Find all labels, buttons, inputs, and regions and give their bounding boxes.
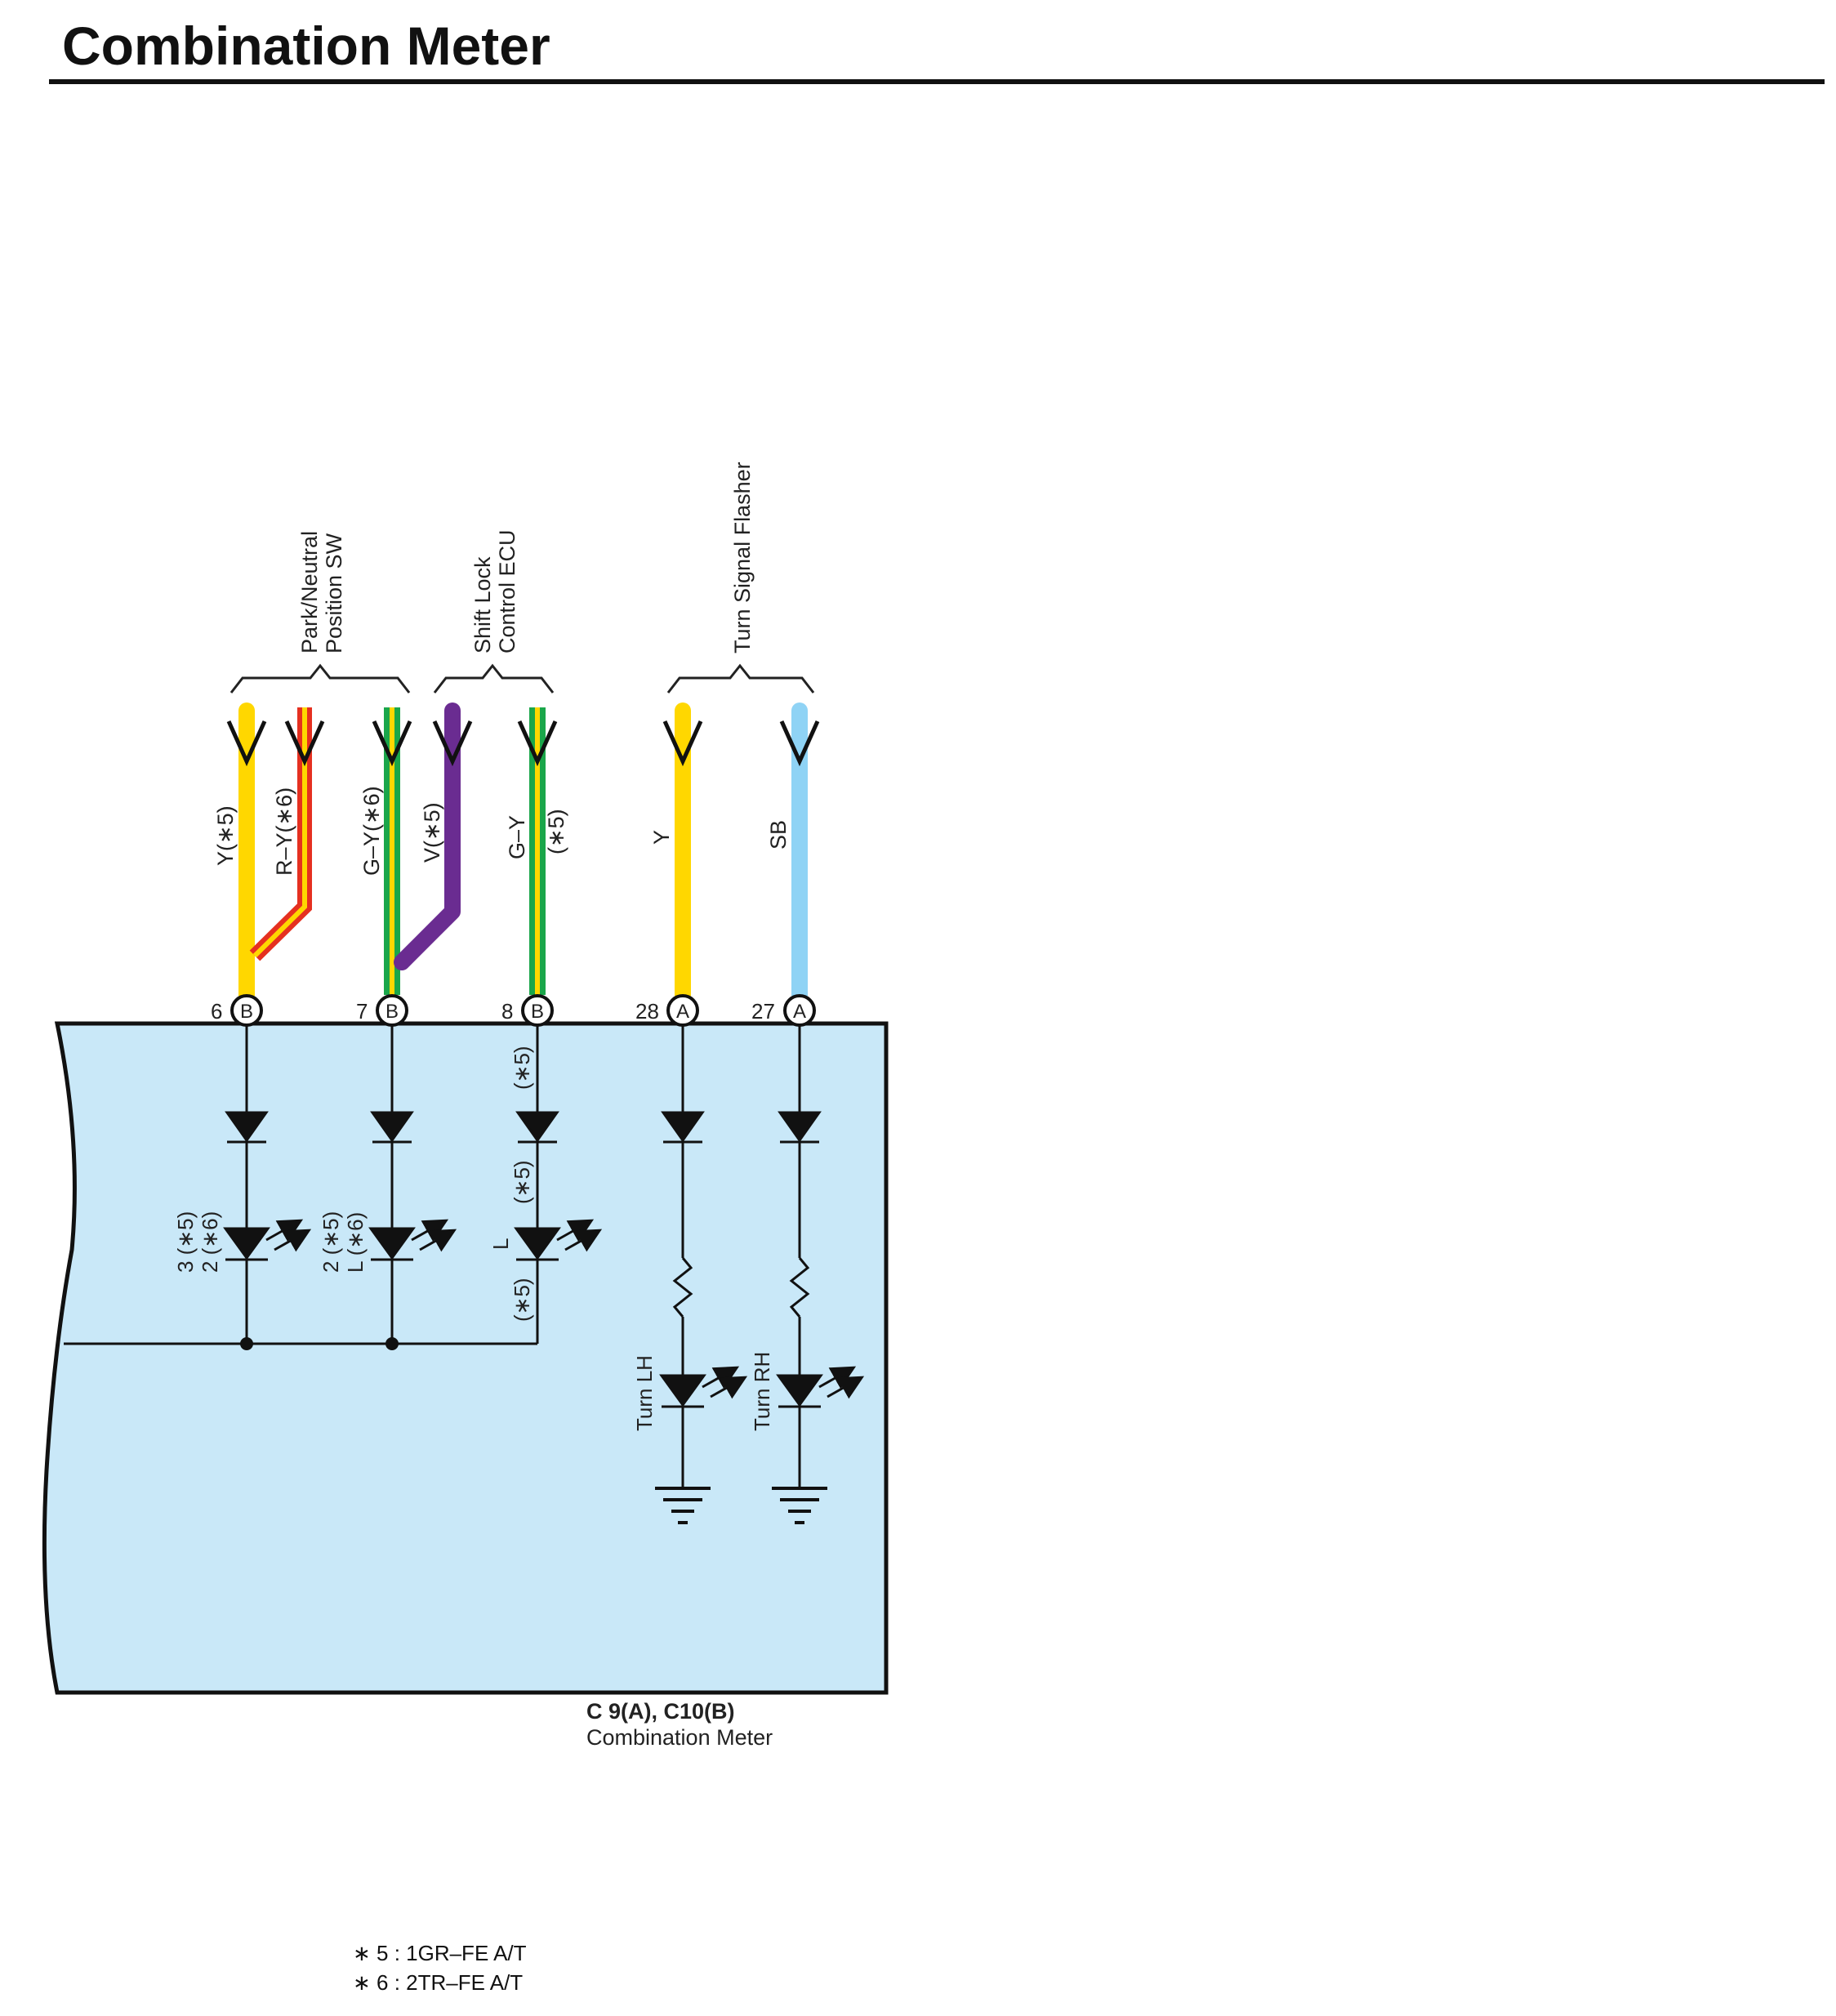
svg-text:6: 6 bbox=[211, 999, 222, 1024]
indicator-label-col2-a: 2 (∗5) bbox=[319, 1211, 343, 1273]
indicator-label-col3-lamp: L bbox=[488, 1238, 513, 1250]
component-name: Combination Meter bbox=[586, 1725, 773, 1750]
turn-rh-label: Turn RH bbox=[750, 1352, 774, 1431]
indicator-note-col3-c: (∗5) bbox=[510, 1278, 534, 1322]
wire-label-sb: SB bbox=[766, 820, 791, 850]
page-title: Combination Meter bbox=[62, 16, 550, 76]
wire-label-g-y-5-note: (∗5) bbox=[544, 809, 568, 854]
diode-icon bbox=[225, 1111, 269, 1144]
indicator-label-col2-b: L (∗6) bbox=[343, 1212, 368, 1273]
svg-text:A: A bbox=[793, 1001, 806, 1023]
wire-label-v-5: V(∗5) bbox=[420, 802, 444, 863]
group-label-line1: Park/Neutral bbox=[297, 531, 322, 653]
svg-text:8: 8 bbox=[501, 999, 513, 1024]
ground-icon bbox=[772, 1487, 827, 1524]
group-label-park-neutral: Park/Neutral Position SW bbox=[297, 531, 346, 653]
group-label-shift-lock: Shift Lock Control ECU bbox=[470, 529, 519, 653]
footnote-5: ∗ 5 : 1GR–FE A/T bbox=[353, 1941, 527, 1965]
ground-symbols bbox=[655, 1487, 827, 1524]
diode-icon bbox=[778, 1111, 822, 1144]
group-label-line1: Shift Lock bbox=[470, 556, 495, 653]
pin-27: 27 A bbox=[751, 994, 816, 1027]
brace-park-neutral bbox=[230, 663, 411, 694]
pin-8: 8 B bbox=[501, 994, 554, 1027]
svg-text:A: A bbox=[676, 1001, 689, 1023]
chevron-icon bbox=[517, 720, 558, 767]
svg-text:B: B bbox=[385, 1001, 399, 1023]
junction-dot bbox=[240, 1337, 253, 1350]
chevron-icon bbox=[779, 720, 820, 767]
wire-r-y-6 bbox=[249, 707, 312, 961]
wire-label-y: Y bbox=[649, 830, 674, 845]
diode-icon bbox=[515, 1111, 559, 1144]
brace-turn-signal bbox=[666, 663, 815, 694]
indicator-label-col1-b: 2 (∗6) bbox=[198, 1211, 222, 1273]
svg-text:28: 28 bbox=[635, 999, 659, 1024]
group-label-line2: Control ECU bbox=[495, 529, 519, 653]
indicator-note-col3-a: (∗5) bbox=[510, 1046, 534, 1090]
diodes bbox=[225, 1111, 822, 1144]
brace-shift-lock bbox=[433, 663, 555, 694]
diode-icon bbox=[370, 1111, 414, 1144]
title-rule bbox=[49, 79, 1825, 84]
chevron-icon bbox=[662, 720, 703, 767]
turn-lh-label: Turn LH bbox=[632, 1355, 657, 1431]
component-id: C 9(A), C10(B) bbox=[586, 1699, 735, 1724]
indicator-label-col1-a: 3 (∗5) bbox=[173, 1211, 198, 1273]
chevron-icon bbox=[284, 720, 325, 767]
led-icon bbox=[659, 1366, 748, 1408]
pin-7: 7 B bbox=[356, 994, 408, 1027]
led-icon bbox=[514, 1219, 603, 1261]
svg-text:B: B bbox=[240, 1001, 253, 1023]
ground-icon bbox=[655, 1487, 711, 1524]
pin-28: 28 A bbox=[635, 994, 699, 1027]
connector-chevrons bbox=[226, 720, 820, 767]
svg-text:B: B bbox=[531, 1001, 544, 1023]
pin-6: 6 B bbox=[211, 994, 263, 1027]
wire-label-g-y-5: G–Y bbox=[505, 815, 529, 859]
svg-text:7: 7 bbox=[356, 999, 368, 1024]
junction-dot bbox=[385, 1337, 399, 1350]
leds bbox=[223, 1219, 865, 1408]
led-icon bbox=[368, 1219, 457, 1261]
chevron-icon bbox=[432, 720, 473, 767]
combination-meter-body bbox=[42, 1021, 889, 1695]
group-label-line2: Position SW bbox=[322, 533, 346, 653]
led-icon bbox=[223, 1219, 312, 1261]
group-label-line1: Turn Signal Flasher bbox=[730, 462, 755, 653]
chevron-icon bbox=[372, 720, 412, 767]
chevron-icon bbox=[226, 720, 267, 767]
indicator-note-col3-b: (∗5) bbox=[510, 1160, 534, 1204]
footnote-6: ∗ 6 : 2TR–FE A/T bbox=[353, 1970, 524, 1995]
wire-v-5 bbox=[394, 702, 461, 970]
svg-text:27: 27 bbox=[751, 999, 775, 1024]
diode-icon bbox=[661, 1111, 705, 1144]
group-label-turn-signal: Turn Signal Flasher bbox=[730, 462, 755, 653]
wire-label-y-5: Y(∗5) bbox=[213, 805, 238, 866]
pins: 6 B 7 B 8 B 28 A 27 A bbox=[211, 994, 816, 1027]
wire-label-g-y-6: G–Y(∗6) bbox=[359, 786, 384, 876]
wire-label-r-y-6: R–Y(∗6) bbox=[272, 787, 296, 876]
led-icon bbox=[776, 1366, 865, 1408]
